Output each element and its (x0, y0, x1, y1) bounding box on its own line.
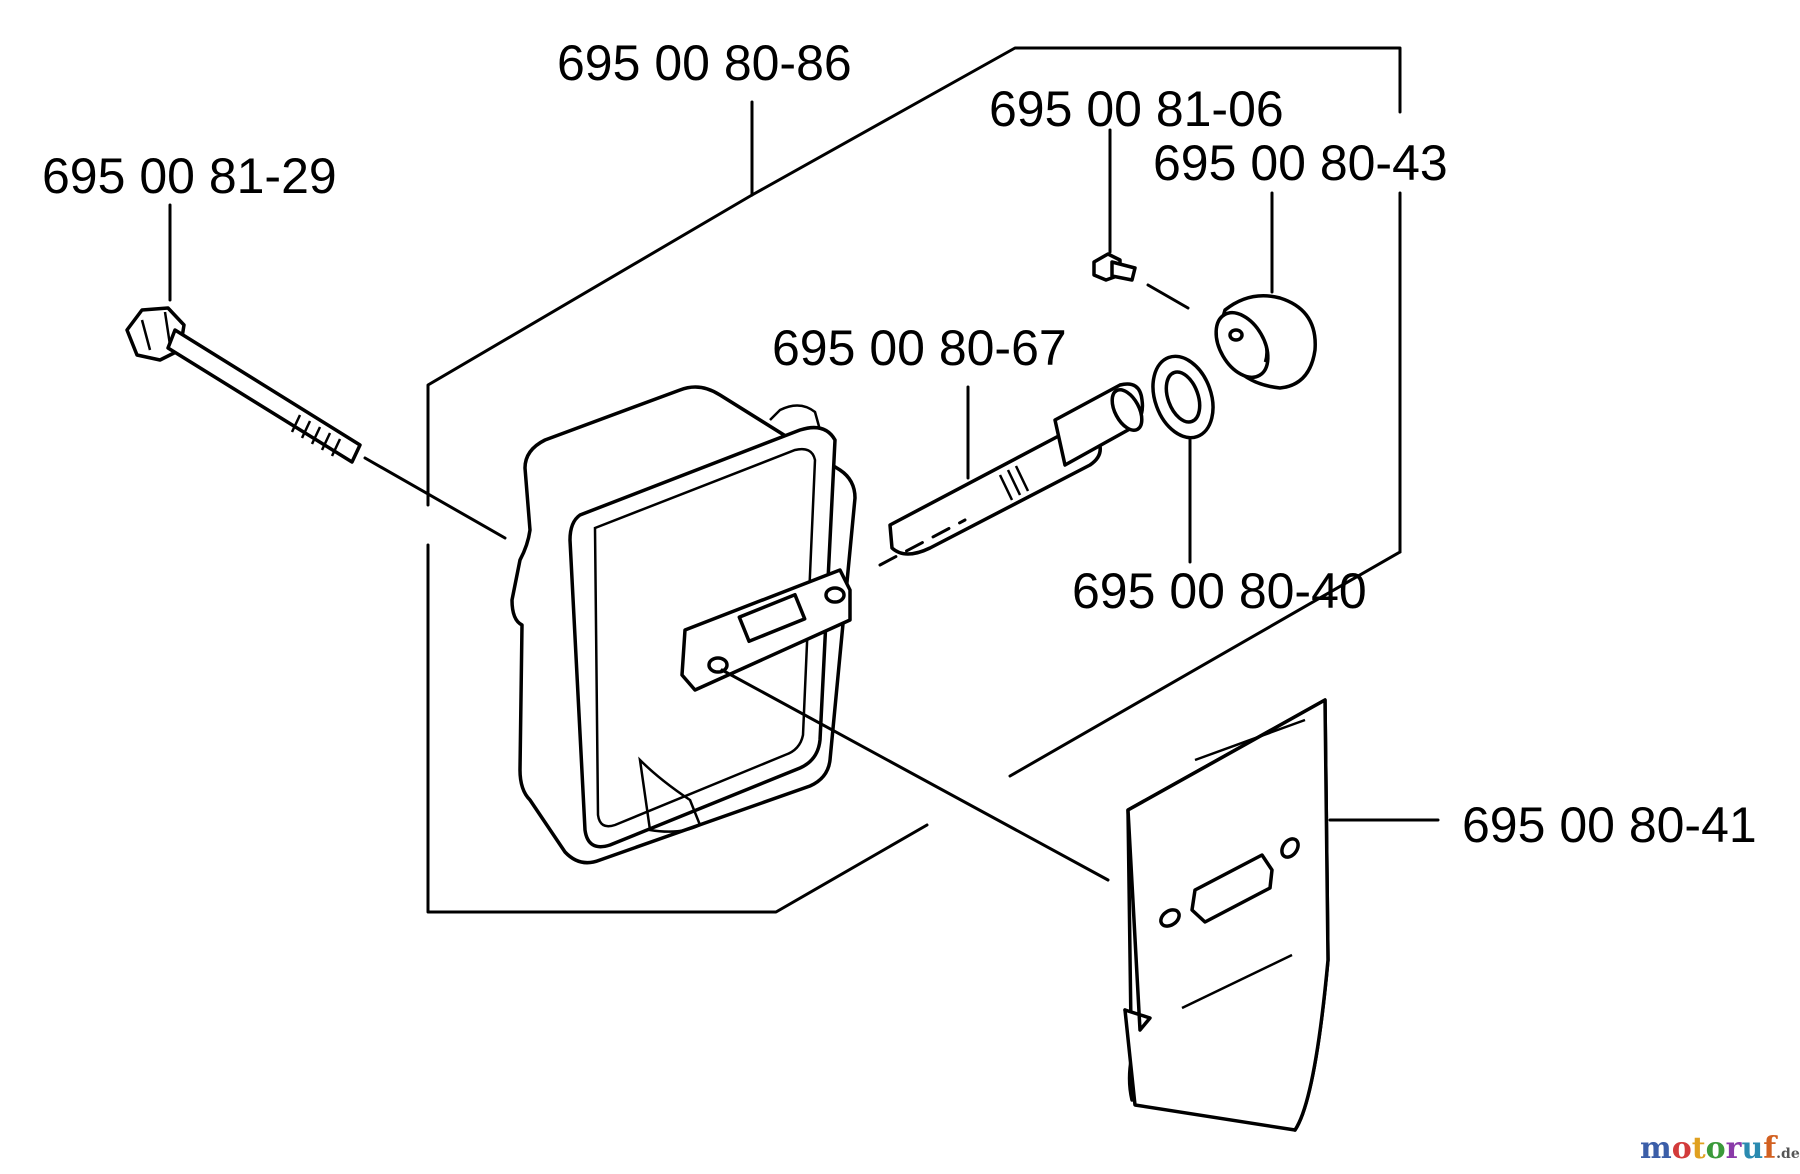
assembly-bracket (426, 46, 1402, 914)
label-bolt: 695 00 81-29 (42, 148, 337, 204)
muffler-body (510, 385, 857, 865)
label-outlet-pipe: 695 00 80-67 (772, 320, 1067, 376)
label-washer: 695 00 80-40 (1072, 563, 1367, 619)
watermark-text: motoruf.de (1640, 1131, 1800, 1166)
spark-arrestor-cap-part (1214, 294, 1317, 390)
gasket-plate-part (1123, 698, 1330, 1132)
label-gasket-plate: 695 00 80-41 (1462, 797, 1757, 853)
leader-lines (168, 128, 1440, 882)
outlet-pipe-part (878, 382, 1145, 567)
watermark-logo: motoruf.de (1640, 1131, 1800, 1166)
label-muffler-assembly: 695 00 80-86 (557, 35, 852, 91)
label-screw: 695 00 81-06 (989, 81, 1284, 137)
label-spark-arrestor-cap: 695 00 80-43 (1153, 135, 1448, 191)
bolt-part (125, 306, 507, 540)
screw-part (1092, 252, 1190, 310)
washer-part (1151, 354, 1215, 440)
